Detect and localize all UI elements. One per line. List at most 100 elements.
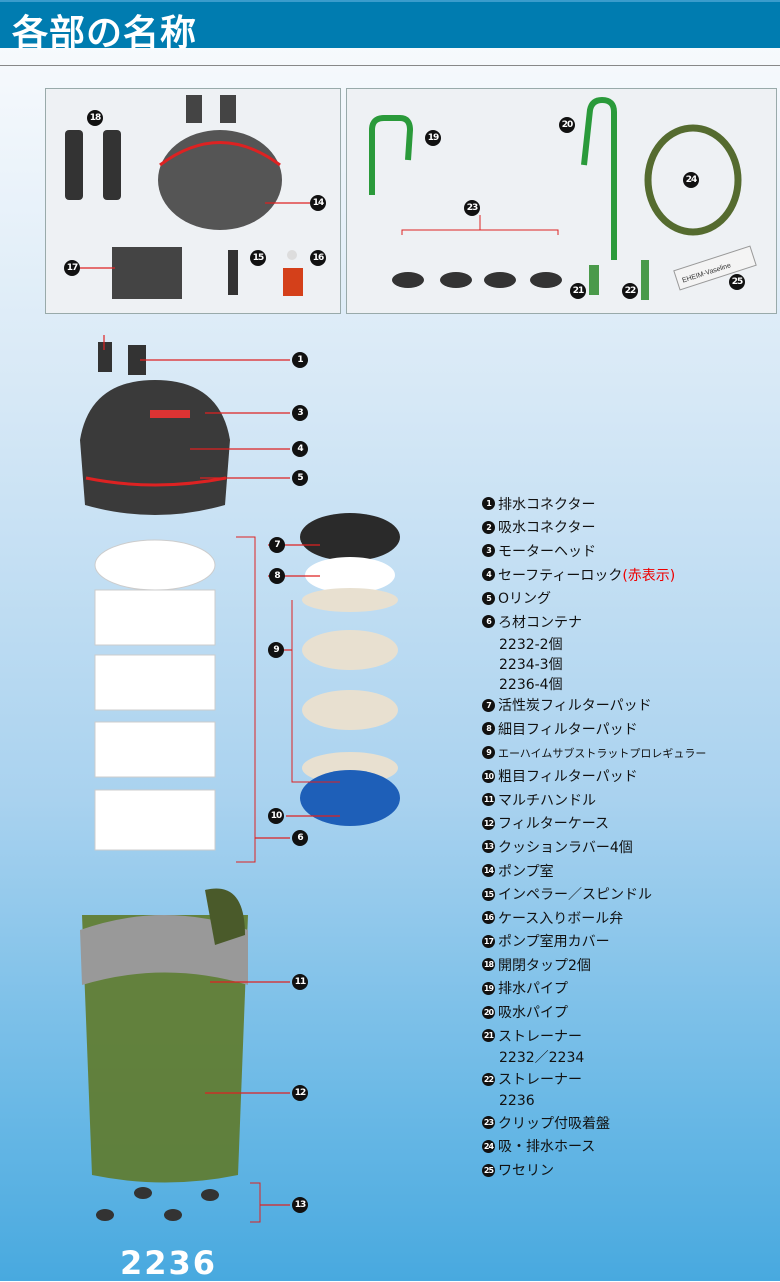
callout-12: 12 <box>292 1085 308 1101</box>
part-number-badge: 7 <box>482 698 495 712</box>
carbon-pad-illustration <box>300 513 400 561</box>
suction-cups-illustration <box>392 272 562 288</box>
callout-22: 22 <box>622 283 638 299</box>
part-number-badge: 9 <box>482 746 495 760</box>
callout-8: 8 <box>269 568 285 584</box>
part-number-badge: 23 <box>482 1116 495 1130</box>
part-label: クリップ付吸着盤 <box>498 1115 610 1132</box>
part-number-badge: 6 <box>482 615 495 629</box>
part-sub-label: 2236 <box>499 1093 535 1110</box>
callout-11: 11 <box>292 974 308 990</box>
part-number-badge: 4 <box>482 568 495 582</box>
outlet-pipe-illustration <box>369 115 414 195</box>
tap-illustration <box>65 130 121 200</box>
cushion-rubber-illustration <box>96 1187 219 1221</box>
part-label: 粗目フィルターパッド <box>498 769 638 786</box>
part-label: 活性炭フィルターパッド <box>498 698 652 715</box>
part-label: ストレーナー <box>498 1072 582 1089</box>
part-number-badge: 20 <box>482 1005 495 1019</box>
part-label: ストレーナー <box>498 1028 582 1045</box>
part-number-badge: 19 <box>482 981 495 995</box>
part-label: ろ材コンテナ <box>498 614 582 631</box>
part-note: (赤表示) <box>622 567 676 584</box>
part-number-badge: 22 <box>482 1072 495 1086</box>
motor-head-illustration <box>80 342 230 515</box>
callout-18: 18 <box>87 110 103 126</box>
part-label: ワセリン <box>498 1163 554 1180</box>
callout-23: 23 <box>464 200 480 216</box>
strainer-large-illustration <box>641 260 649 300</box>
ball-valve-illustration <box>283 268 303 296</box>
page-title: 各部の名称 <box>12 13 198 54</box>
part-number-badge: 11 <box>482 793 495 807</box>
part-number-badge: 5 <box>482 591 495 605</box>
callout-13: 13 <box>292 1197 308 1213</box>
part-number-badge: 24 <box>482 1139 495 1153</box>
callout-7: 7 <box>269 537 285 553</box>
part-label: モーターヘッド <box>498 543 596 560</box>
strainer-small-illustration <box>589 265 599 295</box>
callout-3: 3 <box>292 405 308 421</box>
part-label: 吸水パイプ <box>498 1005 568 1022</box>
callout-24: 24 <box>683 172 699 188</box>
callout-17: 17 <box>64 260 80 276</box>
callout-4: 4 <box>292 441 308 457</box>
part-label: インペラー／スピンドル <box>498 887 652 904</box>
callout-9: 9 <box>268 642 284 658</box>
part-number-badge: 25 <box>482 1163 495 1177</box>
part-number-badge: 17 <box>482 934 495 948</box>
model-number: 2236 <box>120 1244 218 1282</box>
part-sub-label: 2232-2個 <box>499 636 563 653</box>
impeller-illustration <box>228 250 238 295</box>
callout-15: 15 <box>250 250 266 266</box>
part-label: ケース入りボール弁 <box>498 910 624 927</box>
pump-chamber-illustration <box>158 95 282 230</box>
part-label: クッションラバー4個 <box>498 839 633 856</box>
callout-16: 16 <box>310 250 326 266</box>
part-label: 吸水コネクター <box>498 520 596 537</box>
part-label: セーフティーロック <box>498 567 623 584</box>
fine-pad-illustration <box>305 557 395 593</box>
coarse-pad-illustration <box>300 770 400 826</box>
part-number-badge: 12 <box>482 816 495 830</box>
part-label: ポンプ室用カバー <box>498 934 610 951</box>
part-number-badge: 18 <box>482 958 495 972</box>
part-sub-label: 2236-4個 <box>499 676 563 693</box>
part-label: 開閉タップ2個 <box>498 957 591 974</box>
substrat-illustration <box>302 588 398 784</box>
callout-1: 1 <box>292 352 308 368</box>
callout-20: 20 <box>559 117 575 133</box>
part-number-badge: 8 <box>482 722 495 736</box>
part-label: 吸・排水ホース <box>498 1139 596 1156</box>
part-sub-label: 2234-3個 <box>499 656 563 673</box>
part-number-badge: 14 <box>482 864 495 878</box>
part-label: エーハイムサブストラットプロレギュラー <box>498 746 707 760</box>
divider <box>0 65 780 66</box>
part-label: フィルターケース <box>498 816 610 833</box>
part-number-badge: 13 <box>482 840 495 854</box>
inlet-pipe-illustration <box>581 96 617 260</box>
part-label: 細目フィルターパッド <box>498 721 638 738</box>
callout-6: 6 <box>292 830 308 846</box>
callout-14: 14 <box>310 195 326 211</box>
part-label: Oリング <box>498 591 552 608</box>
part-label: 排水パイプ <box>498 981 568 998</box>
media-containers-illustration <box>94 539 216 851</box>
